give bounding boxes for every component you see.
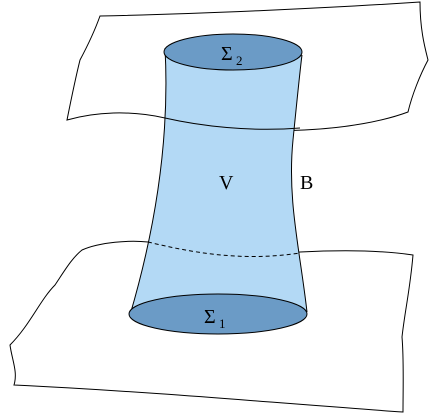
cylinder-right-edge [291,54,308,313]
sigma-1-label: Σ [204,306,216,328]
lower-intersection-dashed [147,241,301,257]
sigma-1-subscript: 1 [219,316,226,331]
upper-surface-front-edge [164,117,301,130]
cylinder-body [130,48,307,315]
bottom-cap-sigma-1 [128,293,308,335]
cylinder-left-edge [129,47,167,316]
boundary-label: B [300,172,313,194]
sigma-2-subscript: 2 [236,53,243,68]
volume-label: V [219,172,234,194]
sigma-2-label: Σ [221,43,233,65]
top-cap-sigma-2 [163,33,303,71]
